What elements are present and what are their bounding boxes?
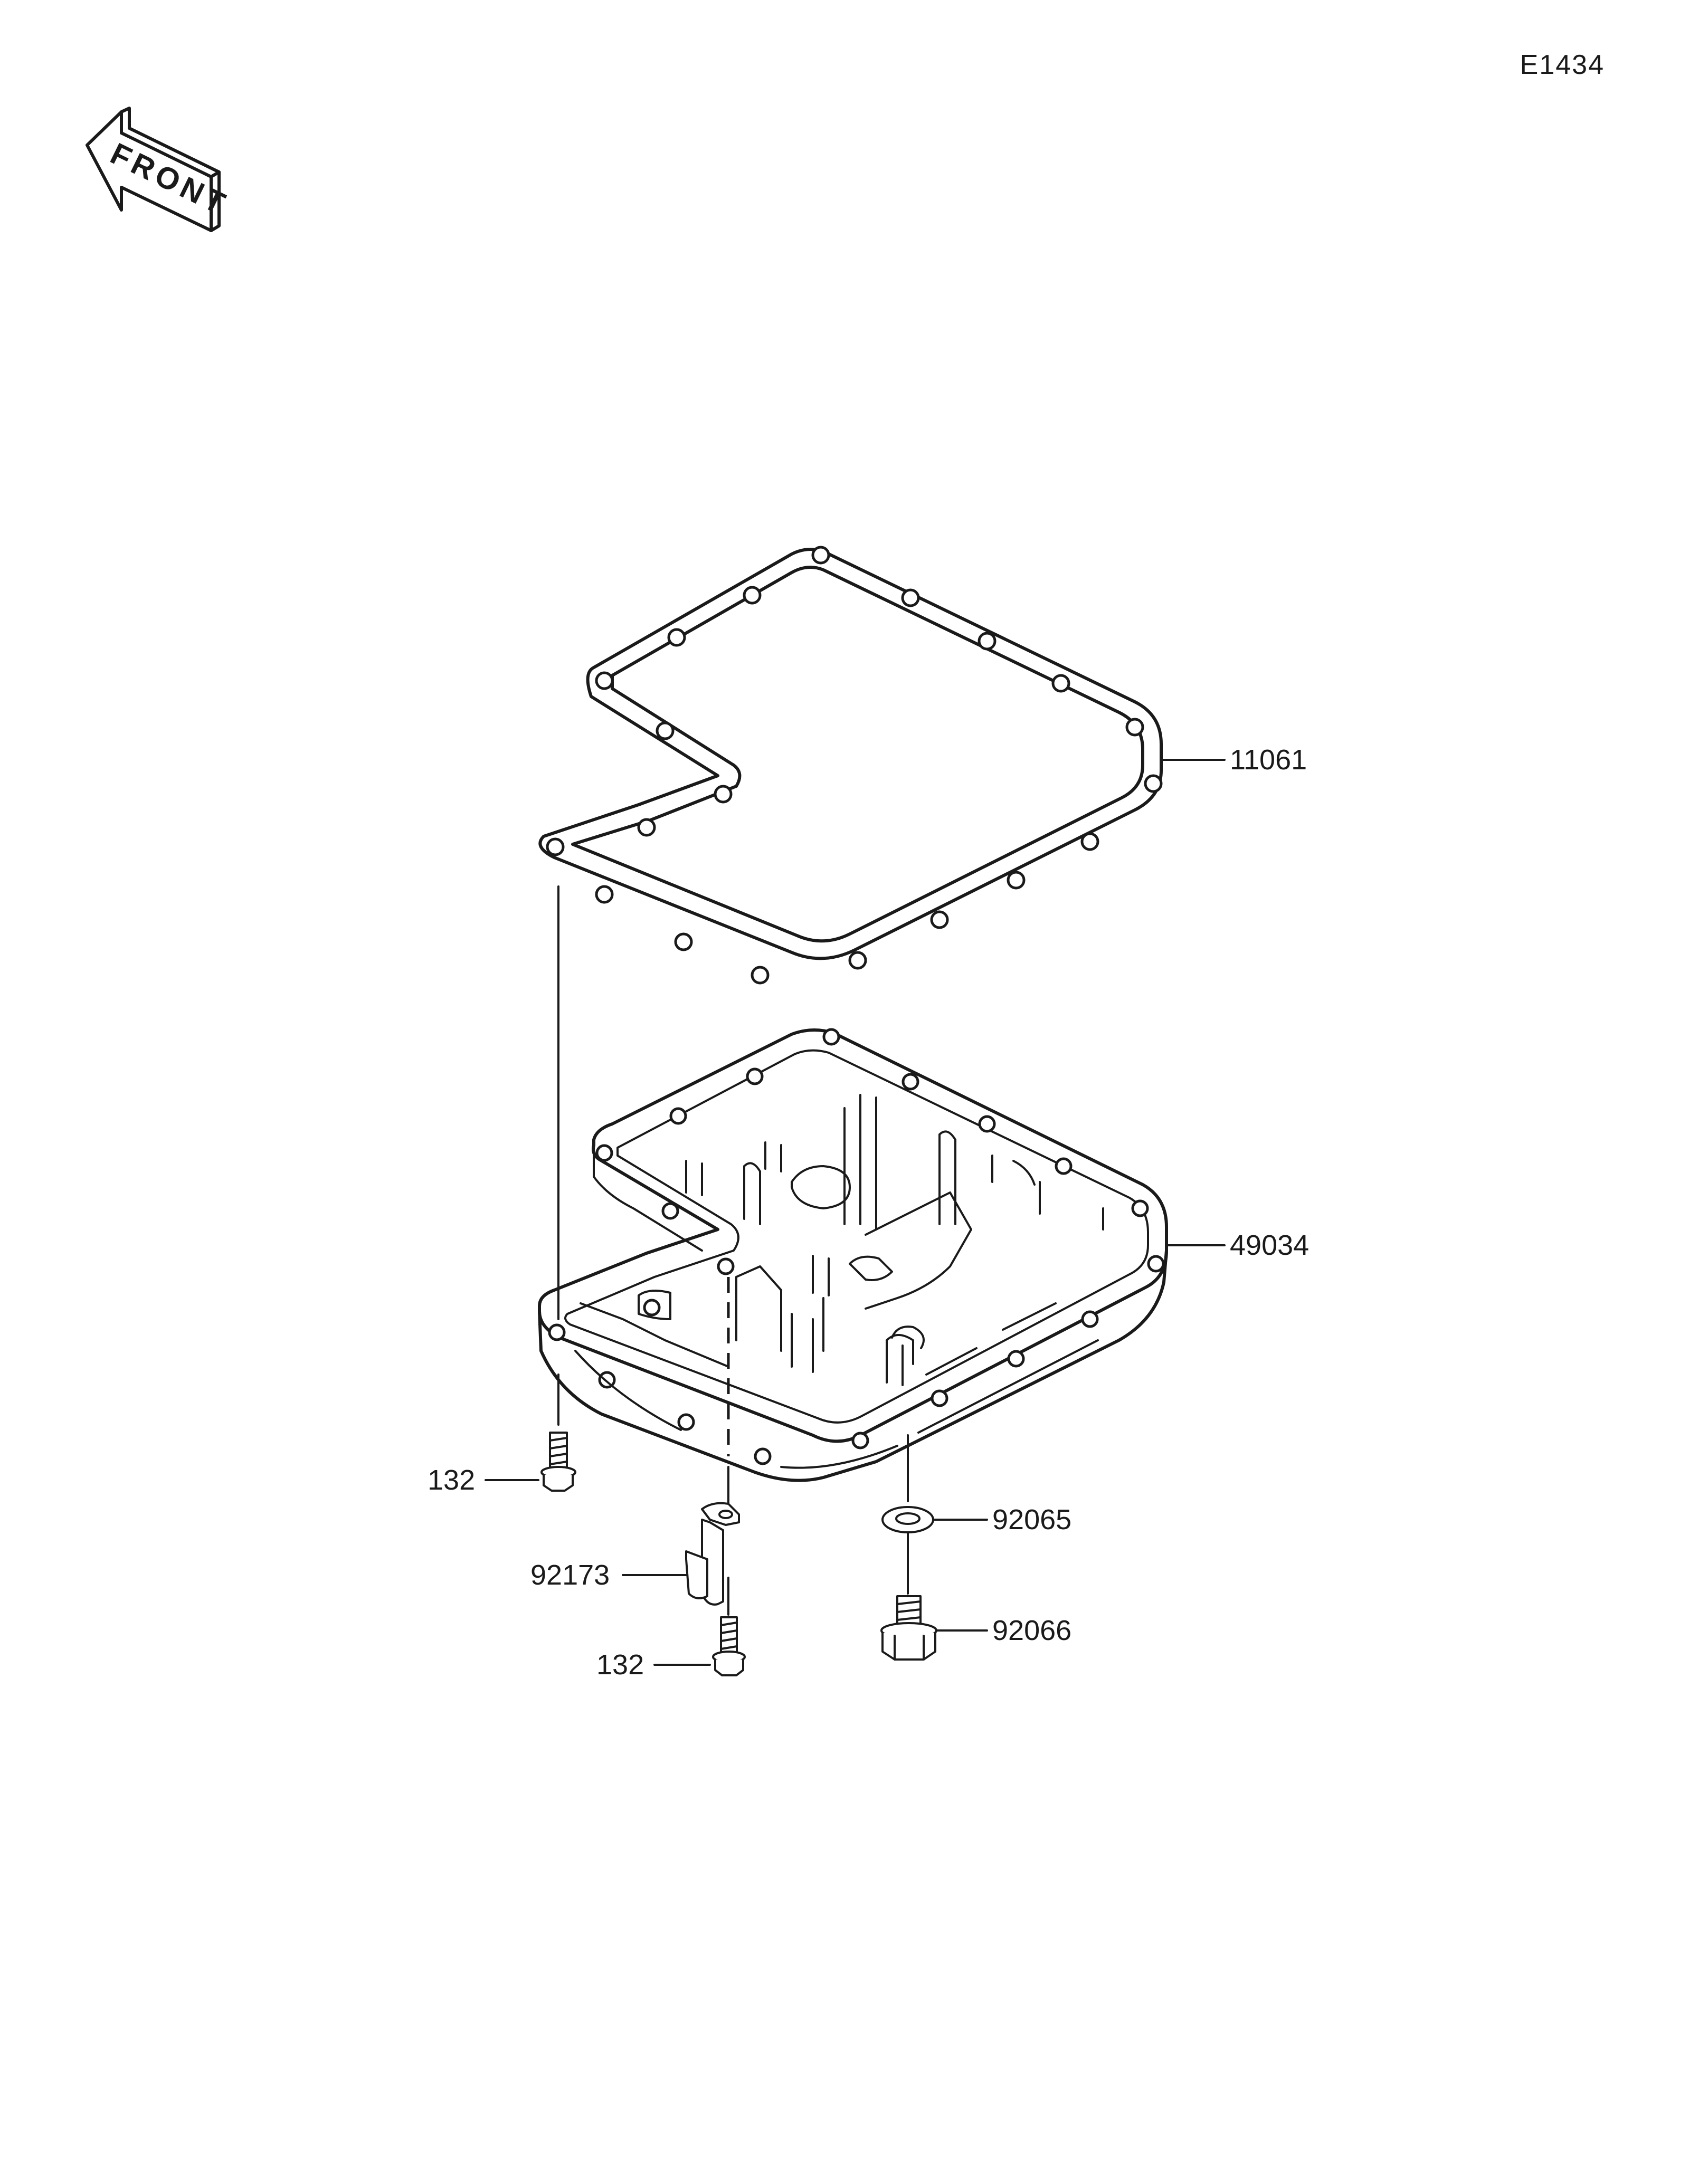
oil-pan-49034 <box>538 1028 1226 1482</box>
washer-92065 <box>881 1506 988 1533</box>
callout-132-bottom: 132 <box>596 1649 644 1681</box>
front-arrow-icon: FRONT <box>86 107 234 232</box>
callout-92065: 92065 <box>992 1504 1071 1536</box>
bolt-132-left <box>485 1432 576 1492</box>
bolt-132-bottom <box>653 1616 746 1676</box>
diagram-id: E1434 <box>1520 50 1605 80</box>
callout-49034: 49034 <box>1230 1229 1309 1261</box>
callout-92173: 92173 <box>530 1559 610 1591</box>
gasket-11061 <box>538 546 1226 985</box>
bracket-92173 <box>622 1502 740 1606</box>
callout-92066: 92066 <box>992 1615 1071 1646</box>
drain-plug-92066 <box>880 1595 988 1661</box>
callout-132-left: 132 <box>428 1464 475 1496</box>
callout-11061: 11061 <box>1230 744 1307 776</box>
